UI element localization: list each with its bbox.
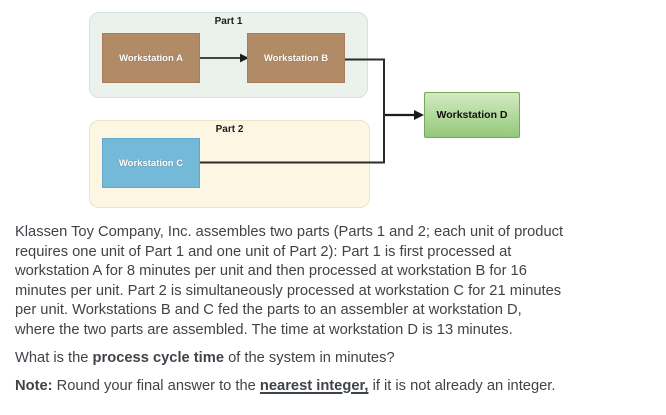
arrowhead-a-to-b bbox=[240, 53, 249, 63]
description-line: workstation A for 8 minutes per unit and… bbox=[15, 263, 527, 280]
question-text: What is the process cycle time of the sy… bbox=[15, 349, 651, 369]
workstation-a-label: Workstation A bbox=[119, 52, 183, 64]
arrowhead-to-d bbox=[414, 110, 424, 120]
connector-lines bbox=[200, 53, 424, 164]
workstation-c-label: Workstation C bbox=[118, 157, 184, 169]
workstation-d-node: Workstation D bbox=[424, 92, 520, 138]
question-suffix: of the system in minutes? bbox=[224, 349, 395, 366]
workstation-d-label: Workstation D bbox=[436, 109, 508, 121]
note-emphasized: nearest integer, bbox=[259, 378, 369, 395]
part1-label: Part 1 bbox=[214, 16, 243, 27]
workstation-b-node: Workstation B bbox=[247, 33, 345, 83]
problem-text: Klassen Toy Company, Inc. assembles two … bbox=[15, 223, 651, 397]
workstation-c-node: Workstation C bbox=[102, 138, 200, 188]
note-text: Note: Round your final answer to the nea… bbox=[15, 377, 651, 397]
description-line: where the two parts are assembled. The t… bbox=[15, 321, 513, 338]
connector-b-c-junction bbox=[200, 58, 385, 164]
description-line: Klassen Toy Company, Inc. assembles two … bbox=[15, 224, 564, 240]
description-line: per unit. Workstations B and C fed the p… bbox=[15, 302, 522, 319]
description-line: minutes per unit. Part 2 is simultaneous… bbox=[15, 282, 562, 299]
note-after: if it is not already an integer. bbox=[368, 378, 556, 395]
problem-description: Klassen Toy Company, Inc. assembles two … bbox=[15, 223, 651, 341]
workstation-b-label: Workstation B bbox=[263, 52, 329, 64]
note-before: Round your final answer to the bbox=[52, 378, 260, 395]
workstation-a-node: Workstation A bbox=[102, 33, 200, 83]
question-bold-term: process cycle time bbox=[92, 349, 224, 366]
part2-label: Part 2 bbox=[215, 124, 244, 135]
description-line: requires one unit of Part 1 and one unit… bbox=[15, 243, 512, 260]
note-label: Note: bbox=[15, 378, 53, 395]
question-prefix: What is the bbox=[15, 349, 93, 366]
assembly-flow-diagram: Part 1 Part 2 Workstation A Workstation … bbox=[89, 12, 520, 208]
